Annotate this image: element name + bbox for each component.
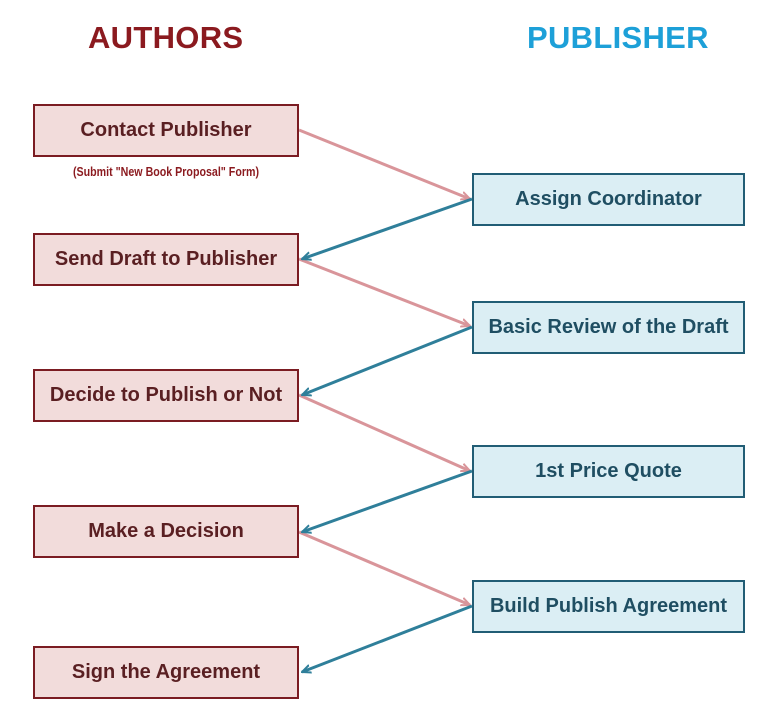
arrow-review-to-decide — [302, 325, 473, 397]
publisher-step-build-agreement: Build Publish Agreement — [472, 580, 745, 633]
author-step-contact-publisher: Contact Publisher — [33, 104, 299, 157]
proposal-form-note: (Submit "New Book Proposal" Form) — [72, 164, 260, 179]
arrow-assign-to-draft — [302, 197, 473, 259]
publisher-heading: PUBLISHER — [527, 20, 709, 55]
publisher-step-basic-review: Basic Review of the Draft — [472, 301, 745, 354]
publisher-step-price-quote: 1st Price Quote — [472, 445, 745, 498]
arrow-decision-to-agreement — [298, 530, 470, 607]
authors-heading: AUTHORS — [88, 20, 244, 55]
arrow-quote-to-decision — [302, 469, 473, 532]
author-step-make-decision: Make a Decision — [33, 505, 299, 558]
publisher-step-assign-coordinator: Assign Coordinator — [472, 173, 745, 226]
author-step-decide-publish: Decide to Publish or Not — [33, 369, 299, 422]
arrow-decide-to-quote — [298, 393, 470, 473]
arrow-draft-to-review — [298, 257, 470, 326]
author-step-sign-agreement: Sign the Agreement — [33, 646, 299, 699]
arrow-agreement-to-sign — [302, 604, 473, 672]
arrow-contact-to-assign — [298, 128, 470, 201]
author-step-send-draft: Send Draft to Publisher — [33, 233, 299, 286]
